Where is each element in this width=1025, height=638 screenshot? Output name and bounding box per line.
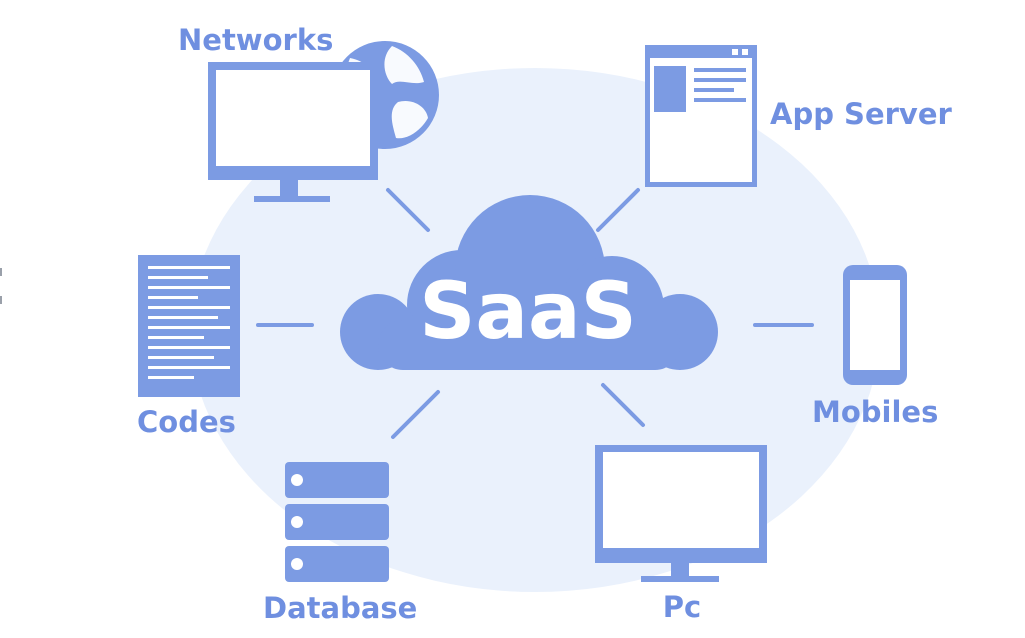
mobile-phone-icon [843,265,907,385]
connector-pc [601,383,645,427]
database-led-dots [291,474,303,570]
pc-monitor-icon [595,445,767,582]
label-mobiles: Mobiles [812,395,938,429]
saas-cloud-icon [340,195,718,370]
label-networks: Networks [178,23,333,57]
connector-app-server [596,188,640,232]
edge-marks [0,268,2,304]
connectors [256,188,814,439]
label-database: Database [263,591,417,625]
browser-window-icon [645,45,757,187]
connector-networks [386,188,430,232]
monitor-icon [208,62,378,202]
center-label: SaaS [419,267,637,357]
code-document-icon [138,255,240,397]
database-server-icon [285,462,389,582]
label-app-server: App Server [770,97,952,131]
connector-database [391,390,440,439]
label-pc: Pc [663,590,701,624]
label-codes: Codes [137,405,236,439]
